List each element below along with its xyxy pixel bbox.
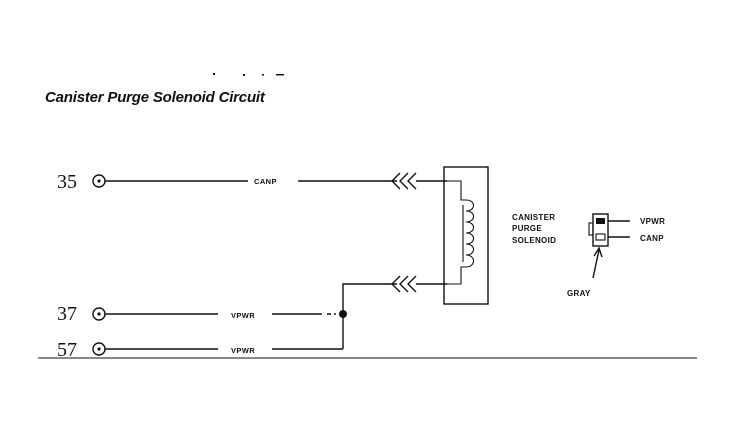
canp-wire-label: CANP [254,177,277,186]
pin-57-number: 57 [57,339,77,361]
connector-canp-label: CANP [640,234,664,243]
pin-35-number: 35 [57,171,77,193]
vpwr-37-wire-label: VPWR [231,311,255,320]
gray-pointer-arrow-icon [592,246,603,279]
pin-37-number: 37 [57,303,77,325]
connector-name-line-1: CANISTER [512,213,555,222]
connector-vpwr-label: VPWR [640,217,665,226]
diagram-title: Canister Purge Solenoid Circuit [45,89,265,106]
pin-57-terminal-icon [92,342,106,356]
pin-35-terminal-icon [92,174,106,188]
connector-name-line-3: SOLENOID [512,236,556,245]
pin-37-terminal-icon [92,307,106,321]
print-specks [213,73,284,76]
connector-body-icon [588,213,609,247]
vpwr-57-wire-label: VPWR [231,346,255,355]
vpwr-connector-chevrons-icon [391,275,417,293]
canp-connector-chevrons-icon [391,172,417,190]
solenoid-body [443,166,489,305]
connector-name-line-2: PURGE [512,224,542,233]
connector-color-label: GRAY [567,289,591,298]
vpwr-bus [342,283,397,349]
solenoid-coil-icon [462,199,475,268]
